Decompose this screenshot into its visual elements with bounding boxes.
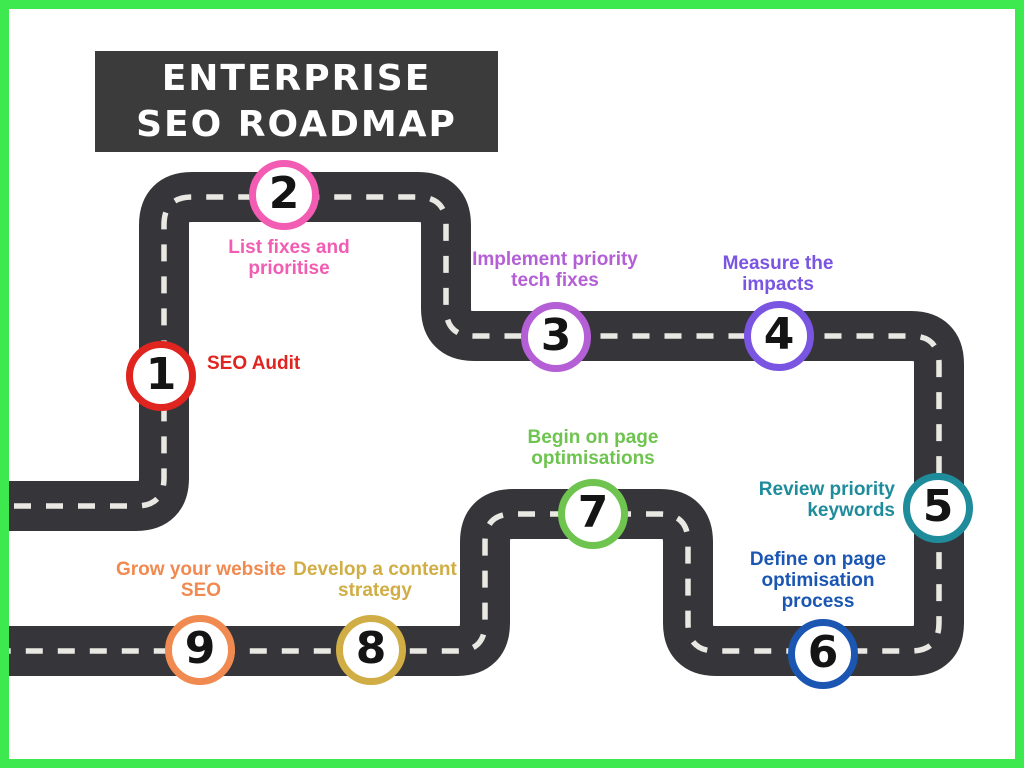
- milestone-7-label: Begin on page optimisations: [527, 427, 659, 469]
- title-box: ENTERPRISE SEO ROADMAP: [95, 51, 498, 152]
- milestone-9-circle: 9: [165, 615, 235, 685]
- milestone-2-label: List fixes and prioritise: [228, 237, 350, 279]
- milestone-4-number: 4: [763, 309, 795, 360]
- milestone-1-number: 1: [145, 349, 177, 400]
- milestone-6-label: Define on page optimisation process: [749, 549, 887, 612]
- milestone-7-circle: 7: [558, 479, 628, 549]
- milestone-6-number: 6: [807, 627, 839, 678]
- milestone-9-number: 9: [184, 623, 216, 674]
- milestone-6-circle: 6: [788, 619, 858, 689]
- milestone-1-circle: 1: [126, 341, 196, 411]
- milestone-2-number: 2: [268, 168, 300, 219]
- milestone-5-label: Review priority keywords: [758, 479, 895, 521]
- milestone-5-circle: 5: [903, 473, 973, 543]
- milestone-3-circle: 3: [521, 302, 591, 372]
- milestone-3-label: Implement priority tech fixes: [472, 249, 638, 291]
- milestone-8-label: Develop a content strategy: [293, 559, 457, 601]
- milestone-5-number: 5: [922, 481, 954, 532]
- page-title: ENTERPRISE SEO ROADMAP: [136, 57, 457, 145]
- milestone-1-label: SEO Audit: [207, 353, 301, 374]
- milestone-4-circle: 4: [744, 301, 814, 371]
- milestone-8-number: 8: [355, 623, 387, 674]
- milestone-4-label: Measure the impacts: [722, 253, 834, 295]
- milestone-2-circle: 2: [249, 160, 319, 230]
- milestone-8-circle: 8: [336, 615, 406, 685]
- milestone-7-number: 7: [577, 487, 609, 538]
- milestone-3-number: 3: [540, 310, 572, 361]
- milestone-9-label: Grow your website SEO: [116, 559, 286, 601]
